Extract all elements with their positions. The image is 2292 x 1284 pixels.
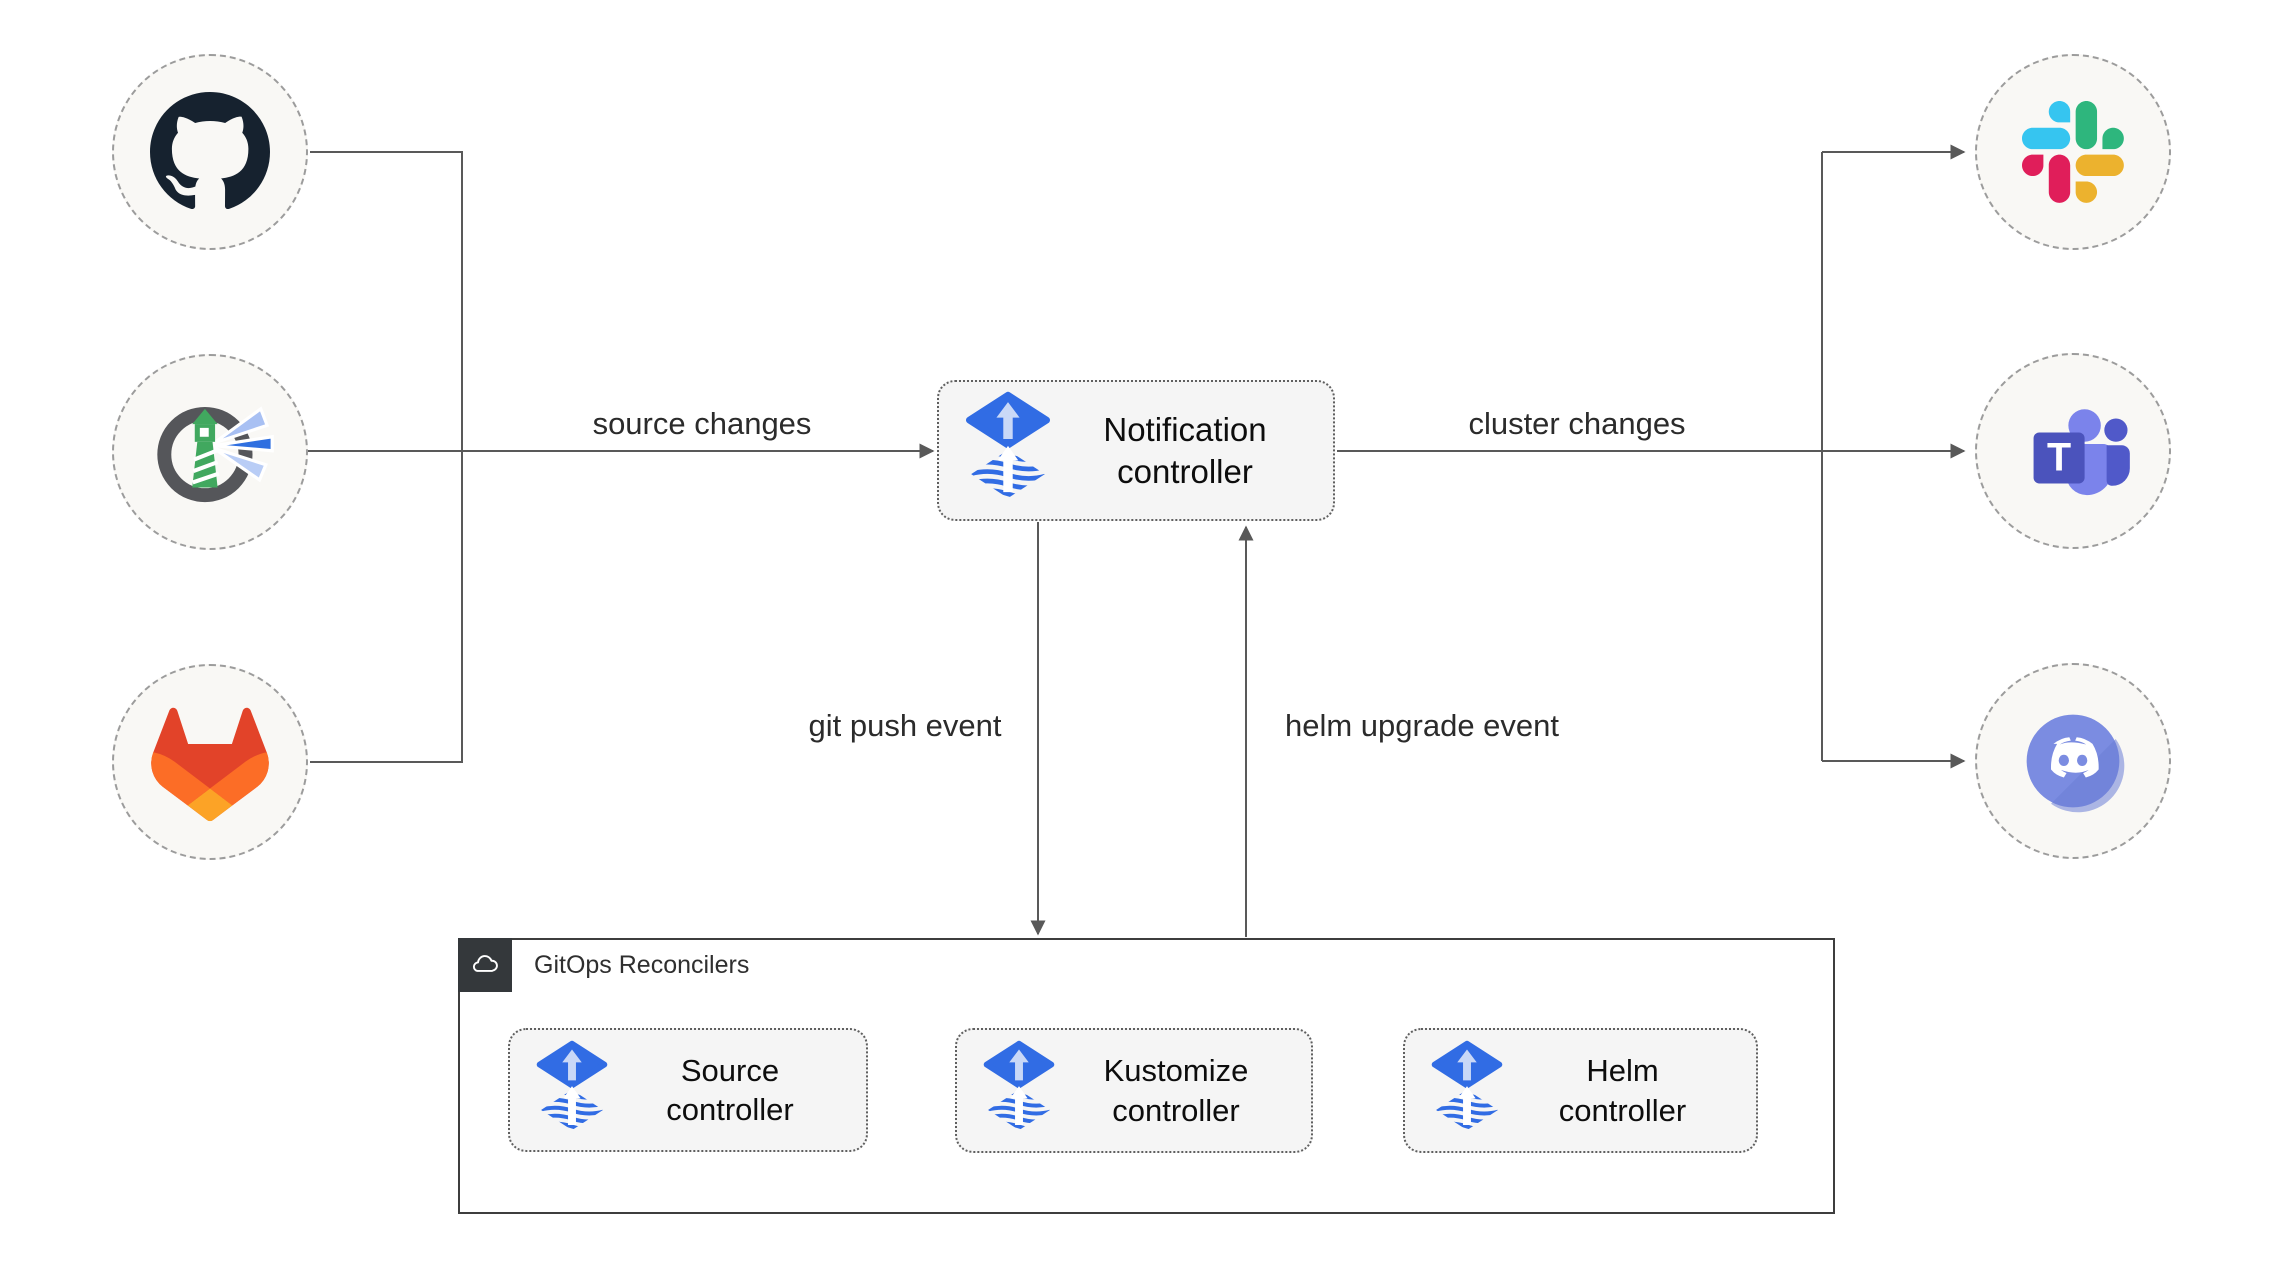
label-cluster-changes: cluster changes — [1468, 406, 1686, 441]
cloud-icon — [472, 955, 498, 972]
flux-icon — [983, 1040, 1055, 1141]
flux-icon — [536, 1040, 608, 1141]
node-gitlab — [112, 664, 308, 860]
notification-controller-label: Notification controller — [1051, 409, 1319, 492]
label-line-1: Kustomize — [1103, 1053, 1249, 1089]
notification-controller-box: Notification controller — [937, 380, 1335, 521]
harbor-icon — [157, 406, 274, 503]
node-harbor — [112, 354, 308, 550]
node-github — [112, 54, 308, 250]
source-controller-box: Source controller — [508, 1028, 868, 1152]
label-line-2: controller — [1117, 452, 1253, 490]
label-git-push-event: git push event — [808, 708, 1002, 743]
discord-icon — [2026, 714, 2125, 813]
flux-icon — [965, 391, 1051, 511]
label-source-changes: source changes — [592, 406, 812, 441]
label-line-2: controller — [1112, 1092, 1240, 1128]
label-line-1: Notification — [1103, 410, 1267, 448]
node-discord — [1975, 663, 2171, 859]
source-controller-label: Source controller — [608, 1051, 852, 1129]
teams-icon: T — [2033, 409, 2130, 496]
edge-sources-junction — [310, 151, 463, 763]
github-icon — [150, 92, 270, 210]
kustomize-controller-box: Kustomize controller — [955, 1028, 1313, 1153]
label-line-1: Helm — [1586, 1053, 1659, 1089]
kustomize-controller-label: Kustomize controller — [1055, 1051, 1297, 1129]
label-line-2: controller — [1558, 1092, 1687, 1128]
gitops-reconcilers-tab — [458, 938, 512, 992]
label-line-1: Source — [680, 1052, 780, 1088]
label-helm-upgrade-event: helm upgrade event — [1284, 708, 1560, 743]
gitops-reconcilers-title: GitOps Reconcilers — [534, 951, 750, 979]
node-slack — [1975, 54, 2171, 250]
flux-icon — [1431, 1040, 1503, 1141]
label-line-2: controller — [666, 1092, 794, 1127]
lighthouse — [192, 408, 220, 488]
teams-letter: T — [2047, 436, 2071, 480]
node-teams: T — [1975, 353, 2171, 549]
slack-icon — [2022, 101, 2124, 203]
helm-controller-box: Helm controller — [1403, 1028, 1758, 1153]
gitlab-icon — [151, 707, 269, 822]
helm-controller-label: Helm controller — [1503, 1051, 1742, 1129]
